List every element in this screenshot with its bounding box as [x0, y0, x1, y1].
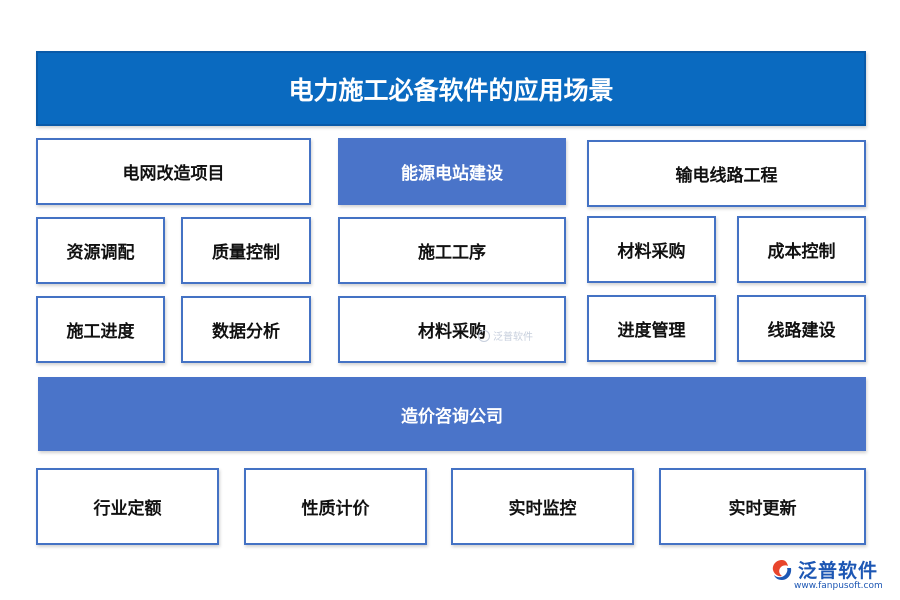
consulting-company-bar: 造价咨询公司 — [38, 377, 866, 451]
item-progress-management-label: 进度管理 — [617, 321, 686, 341]
item-realtime-update: 实时更新 — [659, 468, 866, 545]
header-power-station-label: 能源电站建设 — [401, 164, 503, 184]
item-progress-management: 进度管理 — [587, 295, 716, 362]
item-material-procurement-center: 材料采购 — [338, 296, 566, 363]
item-realtime-monitoring-label: 实时监控 — [508, 499, 577, 519]
item-construction-process-label: 施工工序 — [418, 243, 486, 263]
item-realtime-monitoring: 实时监控 — [451, 468, 634, 545]
item-data-analysis: 数据分析 — [181, 296, 311, 363]
item-line-construction-label: 线路建设 — [767, 321, 836, 341]
item-nature-pricing: 性质计价 — [244, 468, 427, 545]
item-material-procurement-right-label: 材料采购 — [617, 242, 686, 262]
watermark: 泛普软件 — [478, 328, 533, 343]
item-nature-pricing-label: 性质计价 — [301, 499, 370, 519]
item-material-procurement-center-label: 材料采购 — [418, 322, 486, 342]
item-construction-process: 施工工序 — [338, 217, 566, 284]
item-construction-progress-label: 施工进度 — [66, 322, 135, 342]
item-resource-allocation-label: 资源调配 — [66, 243, 135, 263]
header-transmission-line-label: 输电线路工程 — [675, 166, 778, 186]
item-resource-allocation: 资源调配 — [36, 217, 165, 284]
item-material-procurement-right: 材料采购 — [587, 216, 716, 283]
watermark-logo-icon — [478, 329, 490, 342]
diagram-title-text: 电力施工必备软件的应用场景 — [288, 75, 614, 105]
item-realtime-update-label: 实时更新 — [728, 499, 797, 519]
header-transmission-line: 输电线路工程 — [587, 140, 866, 207]
brand-name: 泛普软件 — [798, 560, 879, 582]
brand-swirl-icon — [772, 559, 792, 580]
item-industry-quota: 行业定额 — [36, 468, 219, 545]
brand-url: www.fanpusoft.com — [794, 581, 883, 591]
header-power-station: 能源电站建设 — [338, 138, 566, 205]
item-cost-control: 成本控制 — [737, 216, 866, 283]
consulting-company-label: 造价咨询公司 — [401, 406, 503, 427]
item-quality-control: 质量控制 — [181, 217, 311, 284]
item-construction-progress: 施工进度 — [36, 296, 165, 363]
item-data-analysis-label: 数据分析 — [212, 322, 280, 342]
header-grid-renovation: 电网改造项目 — [36, 138, 311, 205]
header-grid-renovation-label: 电网改造项目 — [122, 164, 225, 184]
item-quality-control-label: 质量控制 — [212, 243, 280, 263]
brand-logo: 泛普软件 www.fanpusoft.com — [770, 556, 883, 591]
watermark-text: 泛普软件 — [493, 332, 533, 343]
item-industry-quota-label: 行业定额 — [93, 499, 162, 519]
diagram-title: 电力施工必备软件的应用场景 — [36, 51, 866, 126]
item-cost-control-label: 成本控制 — [767, 242, 836, 262]
item-line-construction: 线路建设 — [737, 295, 866, 362]
